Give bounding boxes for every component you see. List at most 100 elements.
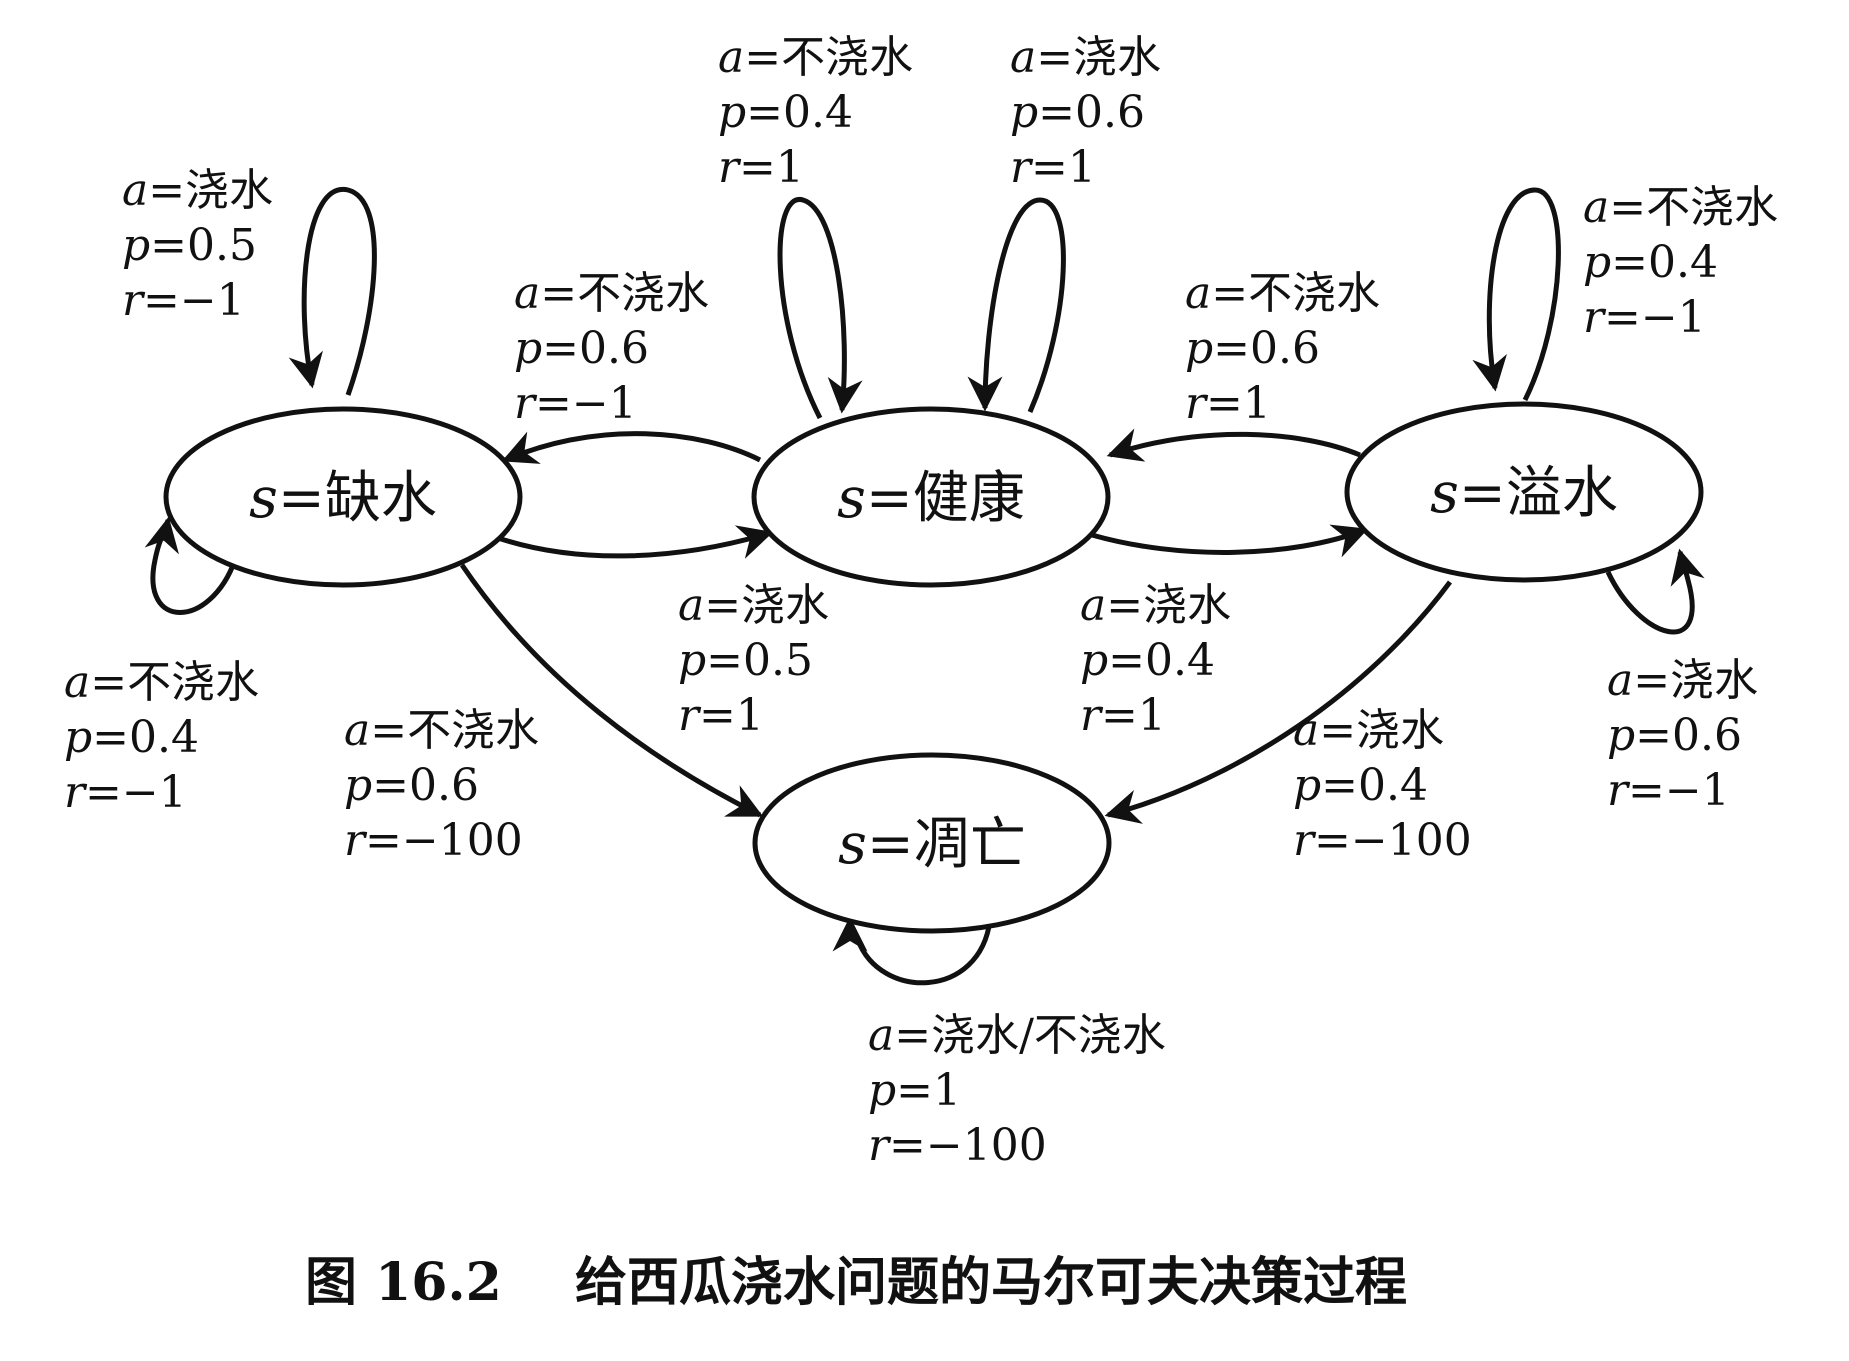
label-overflow-self-nowater-r: =−1 xyxy=(1604,292,1706,343)
edge-thirsty-self-water xyxy=(288,187,377,396)
label-healthy-self-water: a=浇水 p=0.6 r=1 xyxy=(1010,32,1161,193)
edge-healthy-self-water xyxy=(967,197,1066,413)
node-dead-label: =凋亡 xyxy=(867,812,1026,877)
label-overflow-to-dead-a: =浇水 xyxy=(1319,705,1444,756)
svg-text:r=1: r=1 xyxy=(718,142,804,193)
svg-text:a=浇水/不浇水: a=浇水/不浇水 xyxy=(868,1010,1166,1061)
label-overflow-self-water: a=浇水 p=0.6 r=−1 xyxy=(1607,655,1758,816)
label-thirsty-self-water: a=浇水 p=0.5 r=−1 xyxy=(122,165,273,326)
label-healthy-self-nowater-r: =1 xyxy=(739,142,804,193)
label-healthy-to-thirsty-a: =不浇水 xyxy=(540,268,709,319)
label-overflow-self-water-r: =−1 xyxy=(1628,765,1730,816)
svg-text:p=0.6: p=0.6 xyxy=(1010,87,1145,138)
svg-text:r=−1: r=−1 xyxy=(1607,765,1730,816)
edge-overflow-to-dead xyxy=(1104,580,1453,824)
label-dead-self-a: =浇水/不浇水 xyxy=(894,1010,1166,1061)
label-healthy-to-overflow-p: =0.4 xyxy=(1108,635,1215,686)
label-overflow-to-healthy-r: =1 xyxy=(1206,378,1271,429)
edge-overflow-self-water xyxy=(1605,548,1705,635)
edge-thirsty-self-nowater xyxy=(144,516,238,615)
svg-text:s=健康: s=健康 xyxy=(837,466,1025,531)
figure-number: 图 16.2 xyxy=(305,1252,502,1313)
svg-text:p=0.4: p=0.4 xyxy=(64,712,199,763)
svg-text:a=不浇水: a=不浇水 xyxy=(1583,182,1778,233)
svg-text:r=1: r=1 xyxy=(1010,142,1096,193)
label-thirsty-self-nowater-p: =0.4 xyxy=(92,712,199,763)
node-dead-var: s xyxy=(838,812,867,877)
edge-overflow-to-healthy xyxy=(1106,428,1361,462)
label-healthy-to-thirsty-r: =−1 xyxy=(535,378,637,429)
label-dead-self-p: =1 xyxy=(896,1065,961,1116)
svg-text:p=0.4: p=0.4 xyxy=(1583,237,1718,288)
label-overflow-to-dead: a=浇水 p=0.4 r=−100 xyxy=(1293,705,1472,866)
svg-text:a=浇水: a=浇水 xyxy=(1607,655,1758,706)
svg-text:a=浇水: a=浇水 xyxy=(1010,32,1161,83)
svg-text:p=0.6: p=0.6 xyxy=(514,323,649,374)
svg-text:r=1: r=1 xyxy=(678,690,764,741)
label-healthy-to-overflow-r: =1 xyxy=(1101,690,1166,741)
edge-overflow-self-nowater xyxy=(1472,187,1561,402)
figure-title: 给西瓜浇水问题的马尔可夫决策过程 xyxy=(575,1252,1407,1313)
node-healthy: s=健康 xyxy=(751,406,1111,588)
label-thirsty-to-dead-p: =0.6 xyxy=(372,760,479,811)
svg-text:r=−1: r=−1 xyxy=(1583,292,1706,343)
label-overflow-to-dead-p: =0.4 xyxy=(1321,760,1428,811)
svg-text:a=不浇水: a=不浇水 xyxy=(1185,268,1380,319)
node-dead: s=凋亡 xyxy=(752,752,1112,934)
svg-text:s=溢水: s=溢水 xyxy=(1430,461,1618,526)
label-thirsty-self-nowater: a=不浇水 p=0.4 r=−1 xyxy=(64,657,259,818)
svg-text:r=−1: r=−1 xyxy=(514,378,637,429)
svg-text:r=1: r=1 xyxy=(1080,690,1166,741)
label-thirsty-to-healthy: a=浇水 p=0.5 r=1 xyxy=(678,580,829,741)
svg-text:r=−1: r=−1 xyxy=(122,275,245,326)
label-overflow-self-water-a: =浇水 xyxy=(1633,655,1758,706)
node-healthy-label: =健康 xyxy=(866,466,1025,531)
edge-dead-self xyxy=(832,916,993,986)
label-healthy-self-nowater-a: =不浇水 xyxy=(744,32,913,83)
label-thirsty-self-nowater-r: =−1 xyxy=(85,767,187,818)
label-healthy-self-water-p: =0.6 xyxy=(1038,87,1145,138)
label-overflow-to-healthy: a=不浇水 p=0.6 r=1 xyxy=(1185,268,1380,429)
label-thirsty-to-healthy-p: =0.5 xyxy=(706,635,813,686)
label-thirsty-self-water-p: =0.5 xyxy=(150,220,257,271)
svg-text:p=0.4: p=0.4 xyxy=(1293,760,1428,811)
edge-healthy-to-overflow xyxy=(1091,524,1369,558)
label-overflow-self-water-p: =0.6 xyxy=(1635,710,1742,761)
label-thirsty-self-water-r: =−1 xyxy=(143,275,245,326)
edge-thirsty-to-dead xyxy=(459,563,764,818)
label-healthy-self-water-a: =浇水 xyxy=(1036,32,1161,83)
svg-text:p=0.4: p=0.4 xyxy=(1080,635,1215,686)
svg-text:a=不浇水: a=不浇水 xyxy=(64,657,259,708)
label-healthy-to-overflow: a=浇水 p=0.4 r=1 xyxy=(1080,580,1231,741)
svg-text:a=浇水: a=浇水 xyxy=(1293,705,1444,756)
svg-text:a=不浇水: a=不浇水 xyxy=(718,32,913,83)
svg-text:p=0.6: p=0.6 xyxy=(1607,710,1742,761)
svg-text:p=0.5: p=0.5 xyxy=(678,635,813,686)
label-overflow-to-healthy-a: =不浇水 xyxy=(1211,268,1380,319)
label-healthy-self-water-r: =1 xyxy=(1031,142,1096,193)
label-thirsty-to-dead-a: =不浇水 xyxy=(370,705,539,756)
svg-text:a=不浇水: a=不浇水 xyxy=(514,268,709,319)
label-thirsty-to-healthy-r: =1 xyxy=(699,690,764,741)
label-healthy-self-nowater-p: =0.4 xyxy=(746,87,853,138)
svg-text:r=−100: r=−100 xyxy=(344,815,523,866)
label-healthy-to-thirsty: a=不浇水 p=0.6 r=−1 xyxy=(514,268,709,429)
label-dead-self-r: =−100 xyxy=(889,1120,1047,1171)
svg-text:p=0.5: p=0.5 xyxy=(122,220,257,271)
svg-text:r=−100: r=−100 xyxy=(868,1120,1047,1171)
svg-text:p=0.6: p=0.6 xyxy=(344,760,479,811)
label-dead-self: a=浇水/不浇水 p=1 r=−100 xyxy=(868,1010,1166,1171)
svg-text:r=1: r=1 xyxy=(1185,378,1271,429)
label-overflow-self-nowater-p: =0.4 xyxy=(1611,237,1718,288)
svg-text:a=不浇水: a=不浇水 xyxy=(344,705,539,756)
edge-labels: a=浇水 p=0.5 r=−1 a=不浇水 p=0.4 r=−1 a=不浇水 p… xyxy=(64,32,1778,1171)
svg-text:r=−1: r=−1 xyxy=(64,767,187,818)
svg-text:a=浇水: a=浇水 xyxy=(678,580,829,631)
label-thirsty-to-dead-r: =−100 xyxy=(365,815,523,866)
edge-thirsty-to-healthy xyxy=(497,525,774,559)
label-overflow-to-healthy-p: =0.6 xyxy=(1213,323,1320,374)
edge-healthy-self-nowater xyxy=(777,197,863,420)
label-healthy-to-thirsty-p: =0.6 xyxy=(542,323,649,374)
node-thirsty-label: =缺水 xyxy=(278,466,437,531)
